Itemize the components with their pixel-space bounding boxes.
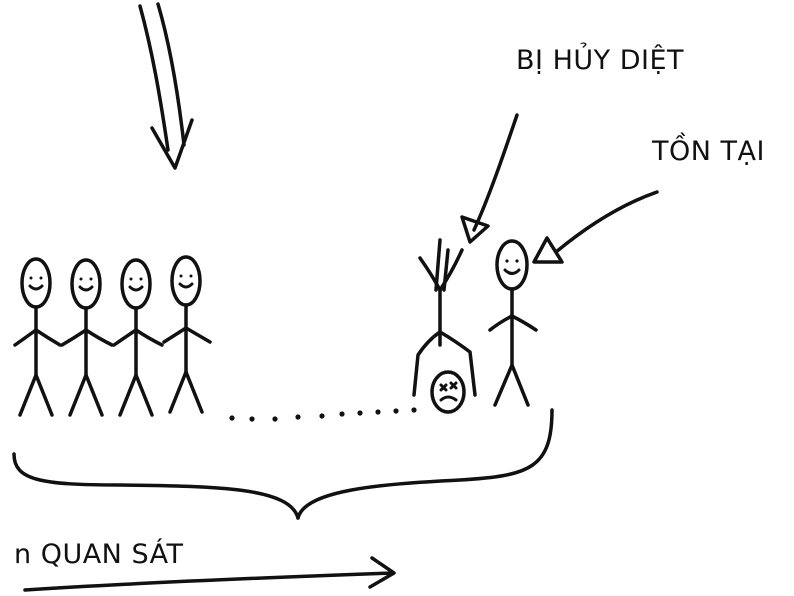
observers-arrow — [23, 556, 396, 592]
stick-figure — [60, 258, 114, 417]
destroyed-pointer-arrow — [460, 113, 519, 244]
exists-label: TỒN TẠI — [651, 132, 765, 167]
stick-figure — [13, 257, 62, 417]
double-down-arrow — [138, 2, 194, 170]
destroyed-figure — [412, 238, 477, 414]
stick-figure — [162, 255, 212, 414]
stick-figure — [112, 258, 164, 417]
existing-figure — [488, 239, 538, 407]
group-brace — [12, 408, 554, 520]
destroyed-label: BỊ HỦY DIỆT — [516, 42, 684, 76]
observers-label: n QUAN SÁT — [14, 538, 183, 570]
ellipsis-dots — [229, 407, 417, 422]
exists-pointer-arrow — [532, 190, 659, 264]
